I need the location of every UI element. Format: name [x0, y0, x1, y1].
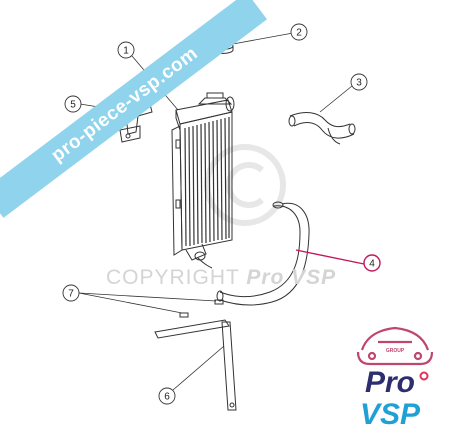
lower-hose-part: [197, 201, 310, 306]
radiator-part: [171, 92, 235, 261]
hose-clamps-part: [179, 299, 224, 318]
leader-7a: [78, 292, 183, 314]
leader-4: [295, 249, 365, 265]
callout-3: 3: [350, 73, 368, 91]
callout-4: 4: [363, 254, 381, 272]
leader-3: [319, 85, 353, 113]
leader-7b: [78, 292, 217, 302]
callout-6: 6: [158, 387, 176, 405]
leader-2: [232, 32, 294, 45]
copyright-watermark: COPYRIGHT Pro VSP: [106, 266, 336, 290]
callout-number-5: 5: [70, 100, 76, 111]
callout-7: 7: [62, 284, 80, 302]
callout-number-6: 6: [164, 392, 170, 403]
copyright-prefix: COPYRIGHT: [106, 266, 240, 289]
callout-2: 2: [290, 23, 308, 41]
callout-5: 5: [64, 95, 82, 113]
leader-6: [172, 345, 225, 391]
logo-group-text: GROUP: [386, 348, 405, 354]
logo-dot-icon: [419, 371, 429, 381]
callout-number-2: 2: [296, 28, 302, 39]
callout-1: 1: [117, 41, 135, 59]
watermark-circle: [204, 144, 286, 226]
callout-number-7: 7: [68, 289, 74, 300]
upper-hose-part: [288, 112, 356, 145]
car-icon: [356, 326, 434, 366]
callout-number-4: 4: [369, 259, 375, 270]
callout-number-3: 3: [356, 78, 362, 89]
pro-vsp-logo: GROUP Pro VSP: [356, 326, 434, 431]
logo-vsp-text: VSP: [360, 398, 421, 431]
callout-number-1: 1: [123, 46, 129, 57]
copyright-brand: Pro VSP: [246, 266, 337, 289]
logo-pro-text: Pro: [365, 366, 415, 399]
support-bar-part: [154, 319, 237, 411]
